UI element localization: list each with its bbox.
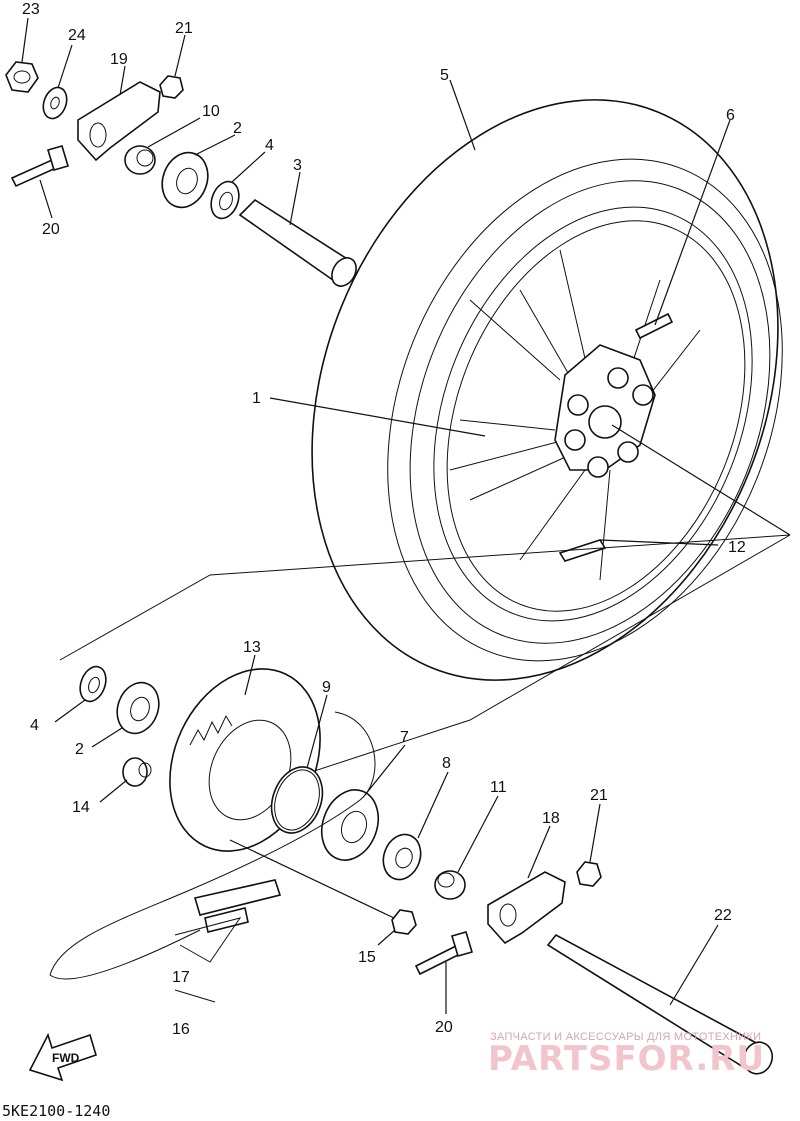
callout-17: 17 — [172, 969, 190, 986]
collar-11 — [434, 870, 466, 900]
nut-23 — [5, 61, 39, 93]
watermark-tagline: ЗАПЧАСТИ И АКСЕССУАРЫ ДЛЯ МОТОТЕХНИКИ — [490, 1031, 761, 1043]
washer-4-bottom — [79, 665, 107, 703]
callout-13: 13 — [243, 639, 261, 656]
callout-1: 1 — [252, 390, 261, 407]
callout-22: 22 — [714, 907, 732, 924]
nut-14 — [122, 757, 152, 787]
bearing-2-bottom — [116, 681, 160, 735]
bearing-2-top — [161, 151, 209, 209]
watermark-logo: PARTSFOR.RU — [488, 1039, 765, 1079]
callout-3: 3 — [293, 157, 302, 174]
callout-20-top: 20 — [42, 221, 60, 238]
watermark: ЗАПЧАСТИ И АКСЕССУАРЫ ДЛЯ МОТОТЕХНИКИ PA… — [488, 1031, 765, 1079]
axle-22 — [546, 933, 774, 1075]
callout-16: 16 — [172, 1021, 190, 1038]
callout-24: 24 — [68, 27, 86, 44]
washer-4-top — [210, 180, 240, 220]
chain-puller-19 — [77, 81, 161, 162]
callout-18: 18 — [542, 810, 560, 827]
callout-21-top: 21 — [175, 20, 193, 37]
callout-6: 6 — [726, 107, 735, 124]
callout-5: 5 — [440, 67, 449, 84]
rear-tire — [311, 99, 783, 681]
nut-21-top — [159, 75, 184, 99]
collar-10 — [124, 145, 156, 175]
leader-lines — [21, 17, 791, 1014]
callout-2-bottom: 2 — [75, 741, 84, 758]
nut-15 — [391, 909, 417, 935]
callout-7: 7 — [400, 729, 409, 746]
sprocket-13 — [169, 668, 321, 852]
callout-numbers: 23 24 19 21 10 2 4 3 5 6 1 12 20 4 2 14 … — [22, 1, 746, 1038]
callout-12: 12 — [728, 539, 746, 556]
bolt-20-top — [10, 145, 69, 188]
fwd-arrow-icon: FWD — [28, 1032, 97, 1082]
callout-20-bottom: 20 — [435, 1019, 453, 1036]
callout-15: 15 — [358, 949, 376, 966]
callout-9: 9 — [322, 679, 331, 696]
oring-9 — [270, 766, 324, 834]
callout-2-top: 2 — [233, 120, 242, 137]
callout-19: 19 — [110, 51, 128, 68]
spacer-3 — [238, 198, 357, 287]
callout-21-bottom: 21 — [590, 787, 608, 804]
callout-14: 14 — [72, 799, 90, 816]
callout-8: 8 — [442, 755, 451, 772]
fwd-label: FWD — [52, 1051, 80, 1065]
callout-4-bottom: 4 — [30, 717, 39, 734]
diagram-code: 5KE2100-1240 — [2, 1102, 110, 1120]
clutch-hub-7 — [320, 789, 380, 861]
nut-21-bottom — [576, 861, 602, 887]
callout-11: 11 — [490, 779, 507, 796]
callout-23: 23 — [22, 1, 40, 18]
rear-wheel — [433, 206, 753, 622]
drive-chain — [49, 711, 376, 980]
chain-puller-18 — [487, 871, 566, 945]
callout-10: 10 — [202, 103, 220, 120]
bearing-8 — [382, 833, 422, 881]
chain-joint-17 — [174, 879, 282, 1003]
washer-24 — [42, 86, 68, 120]
bolt-20-bottom — [414, 931, 473, 976]
callout-4-top: 4 — [265, 137, 274, 154]
